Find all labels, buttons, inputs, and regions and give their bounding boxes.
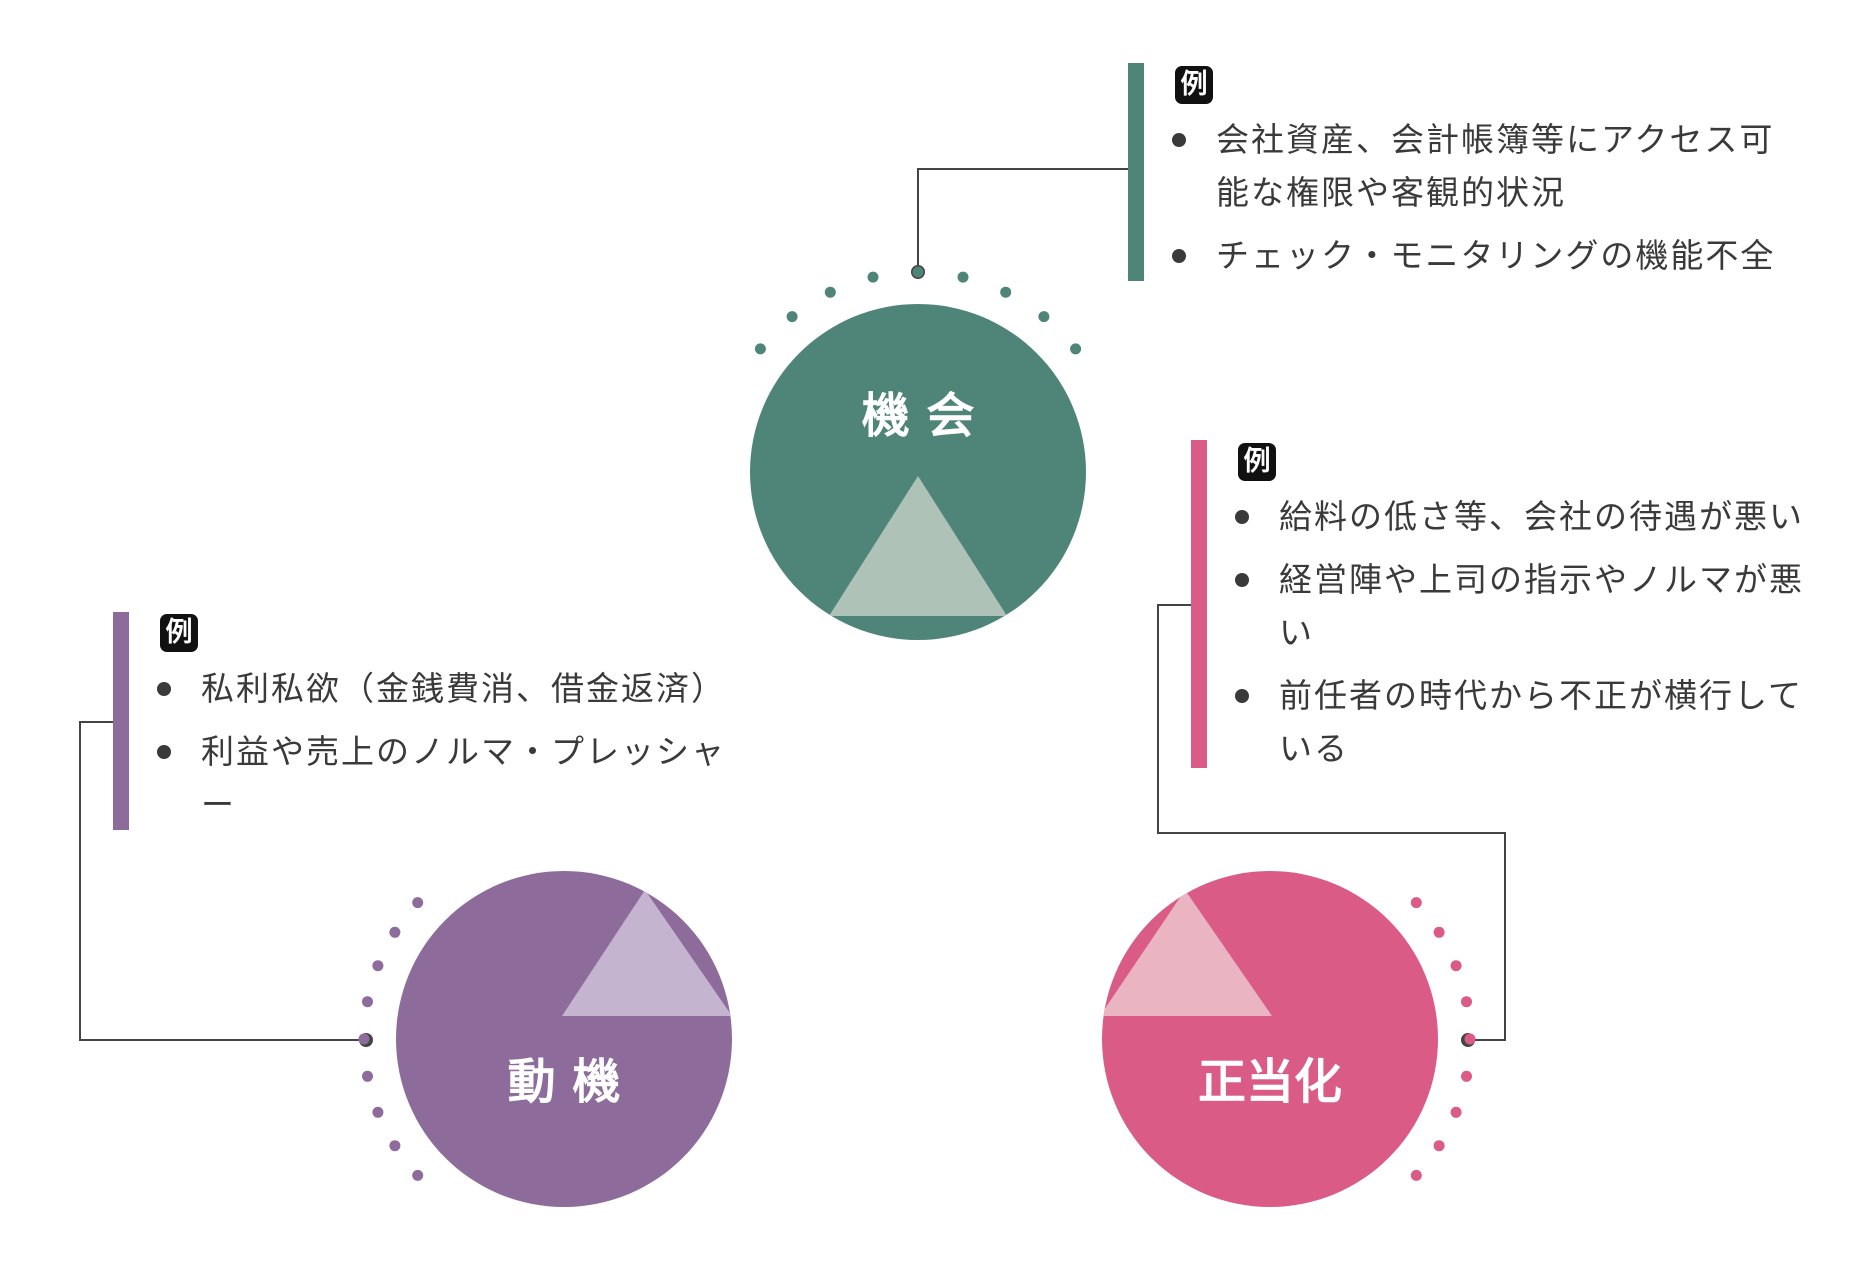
circle-label-rationalization: 正当化 [1198, 1054, 1342, 1110]
arc-dot [1038, 311, 1050, 323]
arc-dot [912, 266, 924, 278]
example-badge-motive: 例 [160, 614, 198, 652]
bullet-icon [1172, 133, 1186, 147]
circle-opportunity-fill [750, 304, 1086, 640]
circle-label-motive: 動 機 [508, 1054, 621, 1110]
arc-dot [372, 960, 384, 972]
list-item: 私利私欲（金銭費消、借金返済） [155, 662, 735, 715]
dotted-arc-motive [358, 897, 424, 1181]
example-bar-rationalization [1191, 440, 1207, 768]
bullet-icon [157, 682, 171, 696]
arc-dot [1070, 343, 1082, 355]
circle-rationalization-fill [1102, 871, 1438, 1207]
arc-dot [1410, 1169, 1422, 1181]
arc-dot [824, 286, 836, 298]
triangle-wedge-rationalization [1102, 890, 1272, 1016]
arc-dot [754, 343, 766, 355]
triangle-wedge-opportunity [829, 476, 1007, 616]
list-item: 経営陣や上司の指示やノルマが悪い [1233, 553, 1833, 659]
list-item-text: 会社資産、会計帳簿等にアクセス可能な権限や客観的状況 [1216, 120, 1775, 212]
arc-dot [1410, 897, 1422, 909]
list-item: 前任者の時代から不正が横行している [1233, 669, 1833, 775]
list-item-text: 利益や売上のノルマ・プレッシャー [201, 732, 726, 824]
list-item-text: 私利私欲（金銭費消、借金返済） [201, 669, 726, 708]
list-item-text: チェック・モニタリングの機能不全 [1216, 236, 1776, 275]
list-item-text: 経営陣や上司の指示やノルマが悪い [1279, 560, 1804, 652]
example-list-opportunity: 会社資産、会計帳簿等にアクセス可能な権限や客観的状況 チェック・モニタリングの機… [1170, 113, 1795, 292]
circle-opportunity: 機 会 [750, 304, 1086, 640]
dotted-arc-rationalization [1410, 897, 1476, 1181]
arc-dot [372, 1106, 384, 1118]
arc-dot [362, 996, 373, 1008]
arc-dot [362, 1070, 373, 1082]
example-bar-motive [113, 612, 129, 830]
arc-dot [1450, 960, 1462, 972]
example-bar-opportunity [1128, 63, 1144, 281]
circle-motive-fill [396, 871, 732, 1207]
arc-dot [412, 897, 424, 909]
example-badge-rationalization: 例 [1238, 443, 1276, 481]
circle-rationalization: 正当化 [1102, 871, 1438, 1207]
circle-motive: 動 機 [396, 871, 732, 1207]
connector-rationalization [1157, 604, 1506, 1041]
arc-dot [957, 271, 969, 283]
circle-label-opportunity: 機 会 [862, 388, 975, 444]
arc-dot [1450, 1106, 1462, 1118]
bullet-icon [1235, 689, 1249, 703]
list-item-text: 給料の低さ等、会社の待遇が悪い [1279, 497, 1804, 536]
list-item: 会社資産、会計帳簿等にアクセス可能な権限や客観的状況 [1170, 113, 1795, 219]
bullet-icon [1172, 249, 1186, 263]
list-item: チェック・モニタリングの機能不全 [1170, 229, 1795, 282]
example-list-motive: 私利私欲（金銭費消、借金返済） 利益や売上のノルマ・プレッシャー [155, 662, 735, 841]
arc-dot [1461, 996, 1472, 1008]
example-badge-opportunity: 例 [1175, 66, 1213, 104]
bullet-icon [1235, 510, 1249, 524]
dotted-arc-opportunity [754, 266, 1082, 355]
list-item-text: 前任者の時代から不正が横行している [1279, 676, 1804, 768]
connector-opportunity [917, 168, 1131, 272]
triangle-wedge-motive [562, 890, 732, 1016]
example-list-rationalization: 給料の低さ等、会社の待遇が悪い 経営陣や上司の指示やノルマが悪い 前任者の時代か… [1233, 490, 1833, 785]
arc-dot [1433, 1140, 1445, 1152]
arc-dot [867, 271, 879, 283]
arc-dot [1461, 1070, 1472, 1082]
arc-dot [786, 311, 798, 323]
list-item: 利益や売上のノルマ・プレッシャー [155, 725, 735, 831]
arc-dot [1464, 1033, 1476, 1045]
arc-dot [389, 926, 401, 938]
arc-dot [1433, 926, 1445, 938]
arc-dot [389, 1140, 401, 1152]
connector-motive [79, 721, 366, 1041]
arc-dot [1000, 286, 1012, 298]
arc-dot [358, 1033, 370, 1045]
arc-dot [412, 1169, 424, 1181]
bullet-icon [1235, 573, 1249, 587]
list-item: 給料の低さ等、会社の待遇が悪い [1233, 490, 1833, 543]
bullet-icon [157, 745, 171, 759]
